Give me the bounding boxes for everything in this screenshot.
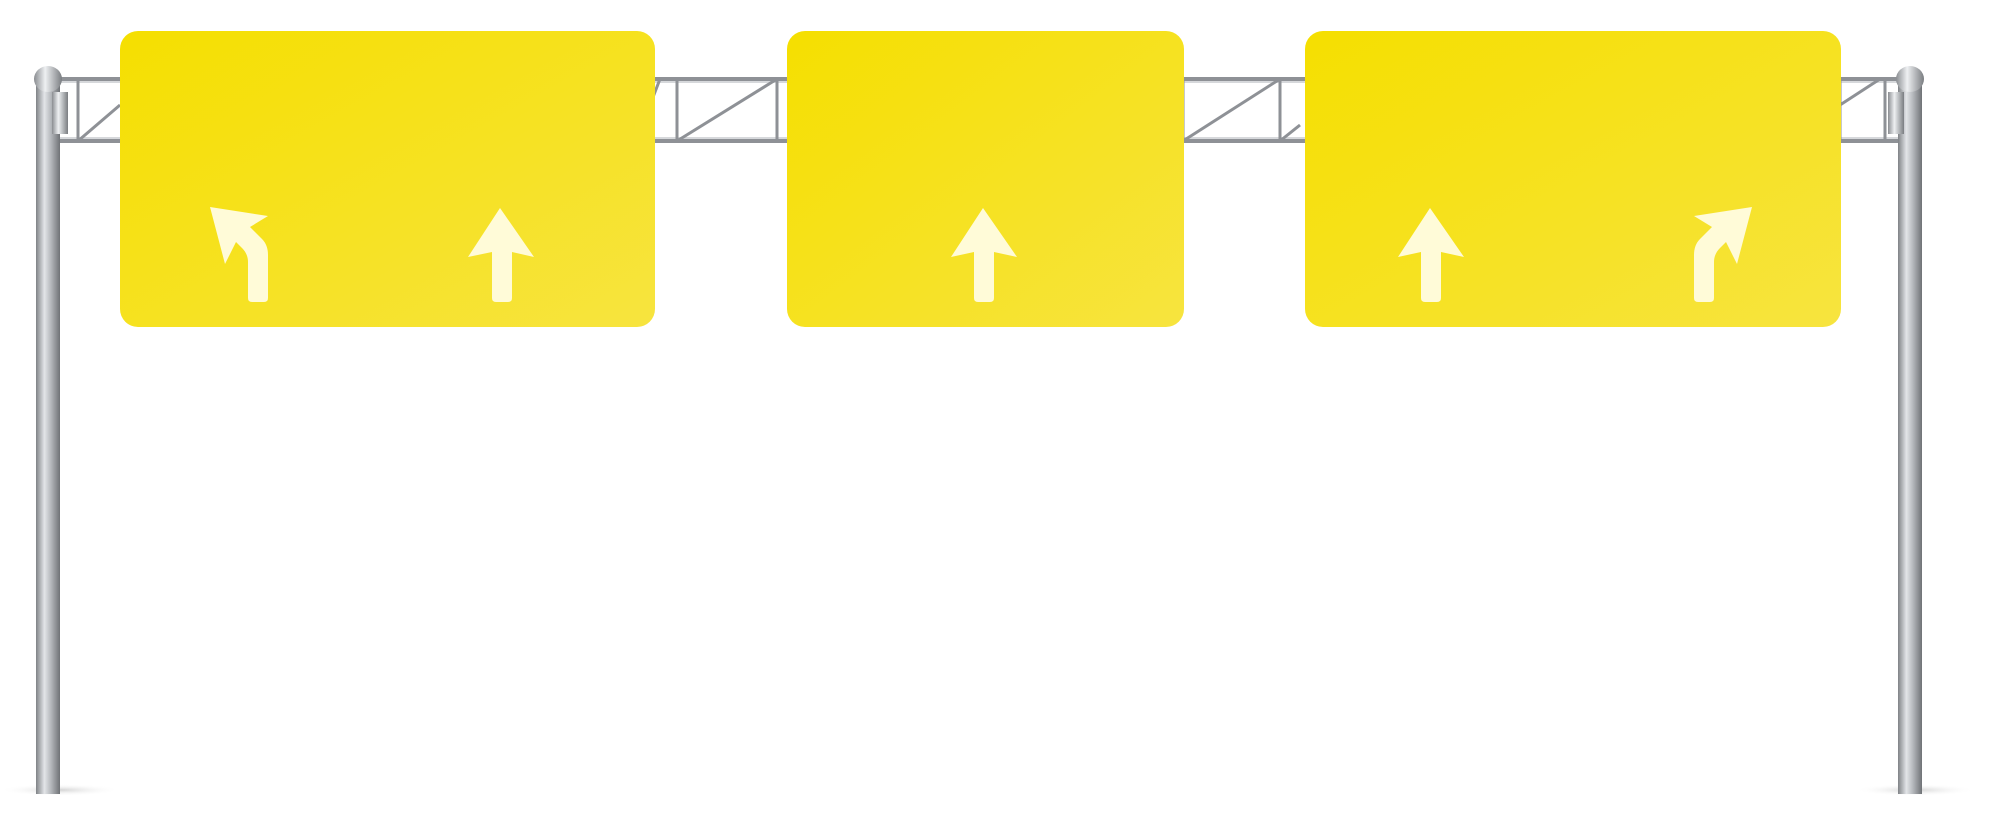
right-sign (1305, 31, 1841, 327)
curve-right-arrow-icon (1694, 207, 1752, 302)
straight-up-arrow-icon (468, 208, 534, 302)
curve-left-arrow-icon (210, 207, 268, 302)
left-pole (34, 66, 68, 794)
center-sign (787, 31, 1184, 327)
straight-up-arrow-icon (1398, 208, 1464, 302)
left-sign (120, 31, 655, 327)
straight-up-arrow-icon (951, 208, 1017, 302)
right-pole (1888, 66, 1924, 794)
